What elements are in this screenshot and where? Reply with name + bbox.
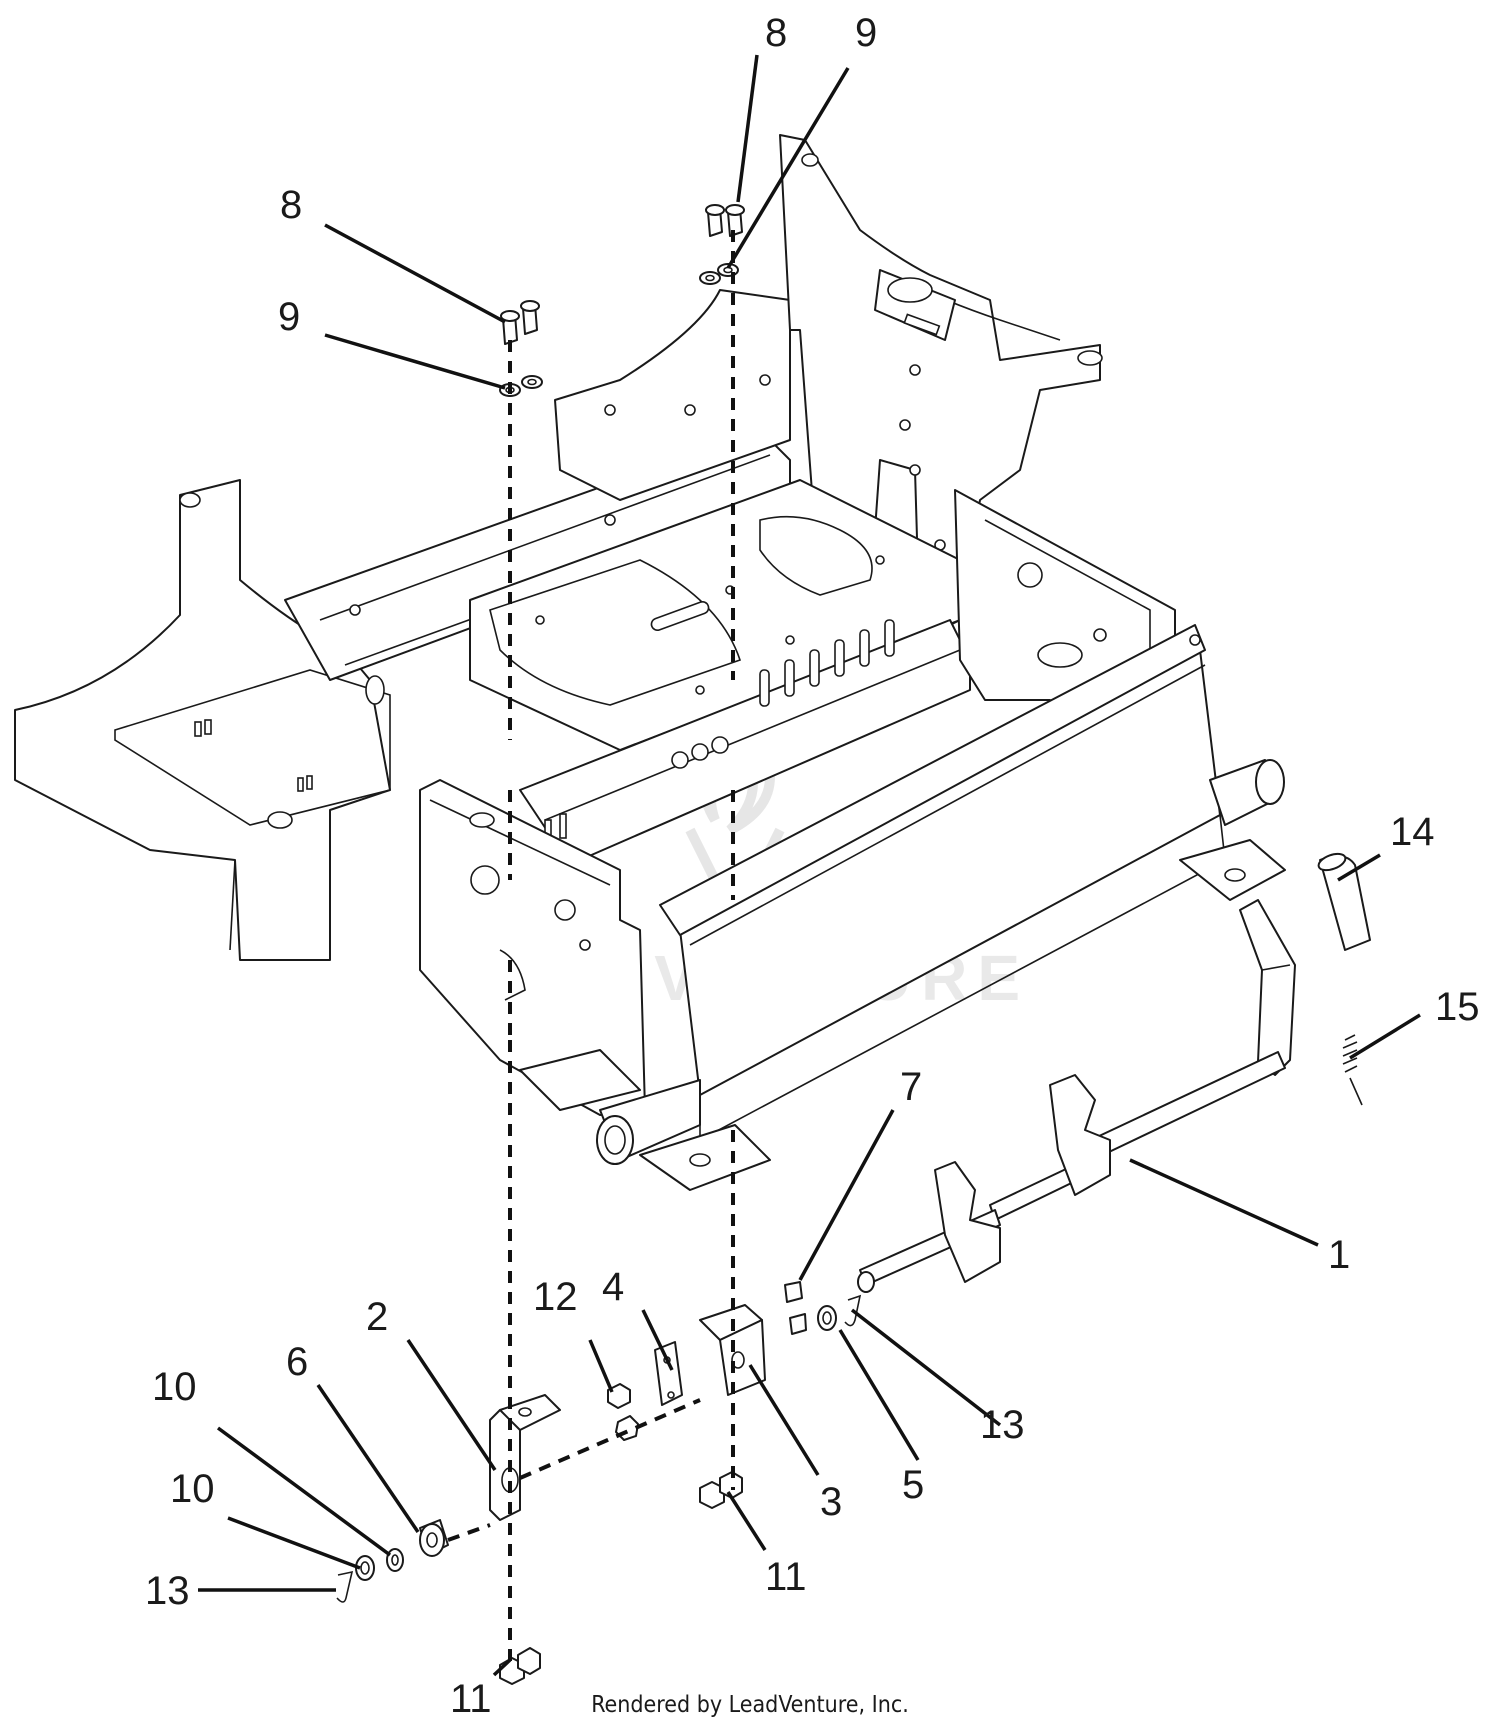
callout-2: 2 bbox=[366, 1295, 388, 1339]
callout-11-right: 11 bbox=[765, 1555, 807, 1599]
callout-9-left: 9 bbox=[278, 295, 300, 339]
callout-13-right: 13 bbox=[980, 1403, 1025, 1447]
callout-13-left: 13 bbox=[145, 1569, 190, 1613]
callout-8-right: 8 bbox=[765, 11, 787, 55]
callout-3: 3 bbox=[820, 1480, 842, 1524]
callout-9-right: 9 bbox=[855, 11, 877, 55]
frame-assembly bbox=[14, 134, 1286, 1191]
callout-numbers: 1 2 3 4 5 6 7 8 8 9 9 10 10 11 11 12 13 … bbox=[145, 11, 1480, 1721]
callout-10-upper: 10 bbox=[152, 1365, 197, 1409]
callout-10-lower: 10 bbox=[170, 1467, 215, 1511]
credit-text: Rendered by LeadVenture, Inc. bbox=[591, 1692, 909, 1718]
pedal-shaft-assembly bbox=[857, 899, 1296, 1293]
callout-12: 12 bbox=[533, 1275, 578, 1319]
callout-7: 7 bbox=[900, 1065, 922, 1109]
callout-6: 6 bbox=[286, 1340, 308, 1384]
hardware bbox=[336, 204, 1371, 1685]
leader-lines bbox=[198, 54, 1421, 1677]
callout-15: 15 bbox=[1435, 985, 1480, 1029]
callout-4: 4 bbox=[602, 1265, 624, 1309]
callout-11-bottom: 11 bbox=[450, 1677, 492, 1721]
callout-14: 14 bbox=[1390, 810, 1435, 854]
assembly-lines bbox=[447, 230, 735, 1665]
callout-8-left: 8 bbox=[280, 183, 302, 227]
callout-5: 5 bbox=[902, 1463, 924, 1507]
callout-1: 1 bbox=[1328, 1233, 1350, 1277]
